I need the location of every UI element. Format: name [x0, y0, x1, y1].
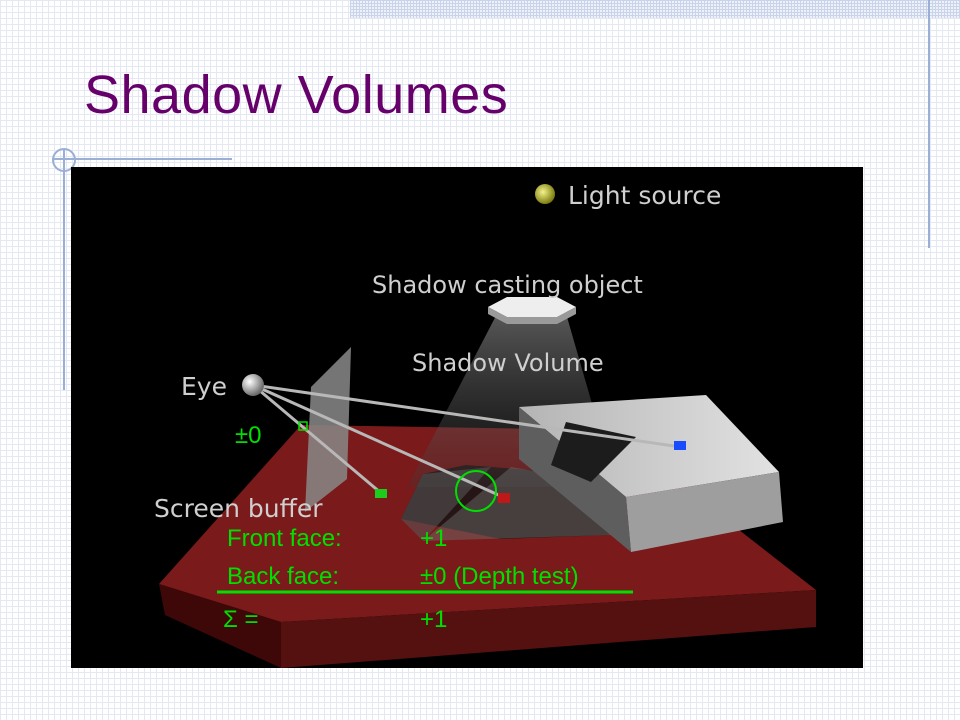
- shadow-casting-object: [488, 297, 576, 324]
- front-face-value: +1: [420, 525, 447, 552]
- header-pattern-band: [350, 0, 960, 18]
- front-face-label: Front face:: [227, 525, 342, 552]
- label-shadow-casting-object: Shadow casting object: [372, 271, 643, 299]
- back-face-label: Back face:: [227, 563, 339, 590]
- highlight-circle: [455, 470, 497, 512]
- label-light-source: Light source: [568, 181, 721, 210]
- green-marker: [375, 489, 387, 498]
- shadow-volume-diagram: Light source Shadow casting object Shado…: [154, 181, 816, 668]
- screen-buffer-plane: [305, 347, 351, 512]
- frame-corner-ring: [52, 148, 76, 172]
- label-eye: Eye: [181, 372, 227, 401]
- slide-title: Shadow Volumes: [84, 65, 509, 125]
- screen-pixel-marker: [298, 421, 308, 431]
- back-face-value: ±0 (Depth test): [420, 563, 579, 590]
- shadow-volume-figure: Light source Shadow casting object Shado…: [71, 167, 863, 668]
- frame-vertical-line: [928, 0, 930, 248]
- eye-icon: [242, 374, 264, 396]
- frame-left-line: [63, 150, 65, 390]
- light-source-icon: [535, 184, 555, 204]
- sum-label: Σ =: [223, 606, 259, 633]
- frame-horizontal-line: [52, 158, 232, 160]
- blue-marker: [674, 441, 686, 450]
- label-screen-buffer: Screen buffer: [154, 494, 323, 523]
- label-shadow-volume: Shadow Volume: [412, 349, 604, 377]
- red-marker: [498, 493, 510, 503]
- sum-value: +1: [420, 606, 447, 633]
- counter-value: ±0: [235, 422, 262, 449]
